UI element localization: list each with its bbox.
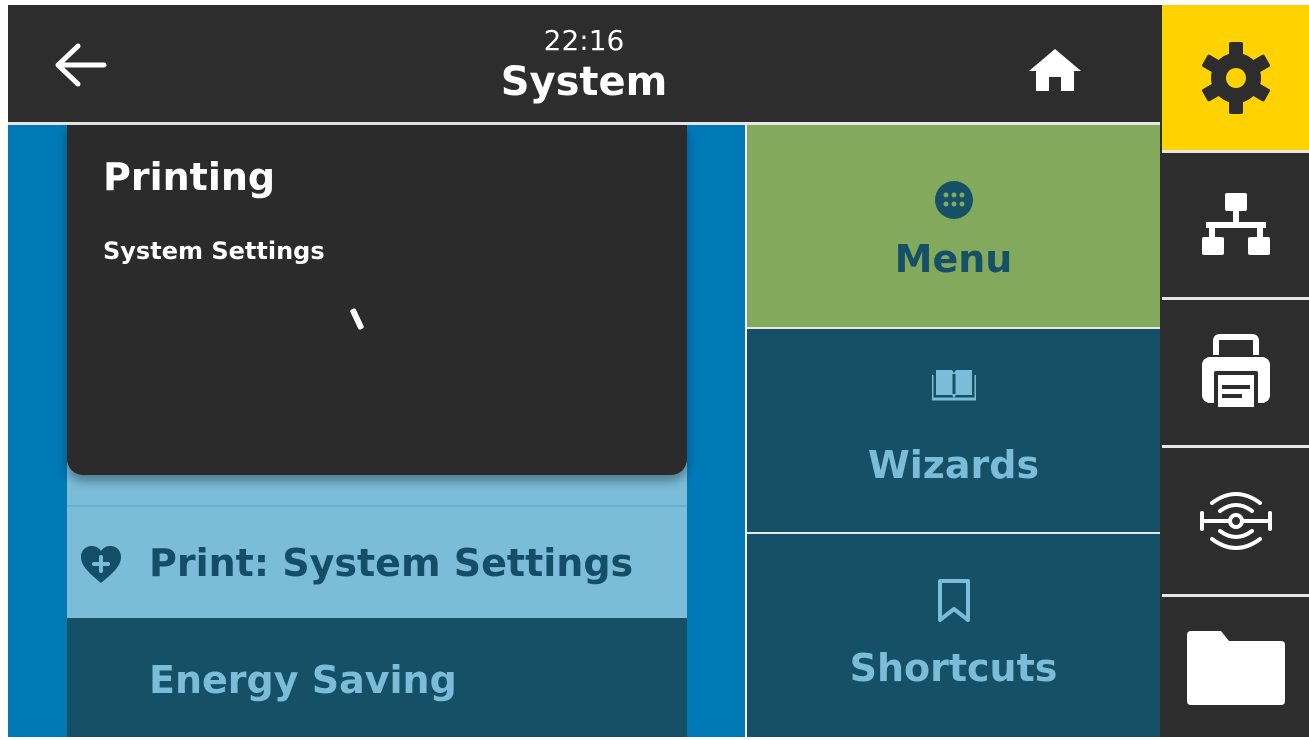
home-button[interactable]: [1015, 40, 1095, 100]
sidebar-item-settings[interactable]: [1162, 5, 1309, 150]
sidebar-item-network[interactable]: [1162, 153, 1309, 297]
bookmark-icon: [937, 579, 970, 622]
arrow-left-icon: [55, 43, 107, 87]
list-item-label: Print: System Settings: [149, 541, 634, 585]
rfid-icon: [1199, 492, 1272, 550]
wizards-tile[interactable]: Wizards: [747, 329, 1160, 532]
page-title: System: [500, 59, 668, 105]
card-subtitle: System Settings: [103, 237, 325, 265]
list-item-print-system-settings[interactable]: Print: System Settings: [67, 505, 687, 618]
sidebar-divider: [1162, 150, 1309, 153]
touch-cursor-mark: [349, 307, 365, 331]
heart-plus-icon: [81, 546, 121, 583]
menu-dots-icon: [934, 181, 973, 219]
gear-icon: [1201, 41, 1270, 114]
top-bar: [8, 5, 1160, 122]
sidebar-divider: [1162, 594, 1309, 597]
list-item-label: Energy Saving: [149, 658, 457, 702]
sidebar-item-rfid[interactable]: [1162, 448, 1309, 594]
tile-divider: [747, 532, 1160, 534]
tile-divider: [747, 327, 1160, 329]
menu-label: Menu: [894, 237, 1013, 281]
menu-icon-wrap: [747, 180, 1160, 220]
shortcuts-icon-wrap: [747, 578, 1160, 624]
card-title: Printing: [103, 155, 276, 199]
network-icon: [1201, 193, 1270, 255]
sidebar-divider: [1162, 297, 1309, 300]
shortcuts-tile[interactable]: Shortcuts: [747, 534, 1160, 737]
sidebar-item-printer[interactable]: [1162, 300, 1309, 445]
list-item-energy-saving[interactable]: Energy Saving: [67, 618, 687, 737]
printer-icon: [1201, 333, 1270, 411]
shortcuts-label: Shortcuts: [849, 646, 1058, 690]
sidebar-item-files[interactable]: [1162, 597, 1309, 737]
info-card: Printing System Settings: [67, 125, 687, 475]
back-button[interactable]: [40, 30, 120, 100]
home-icon: [1029, 49, 1081, 91]
book-icon: [931, 370, 976, 401]
wizards-label: Wizards: [867, 443, 1040, 487]
clock: 22:16: [543, 24, 625, 57]
folder-icon: [1186, 631, 1285, 705]
wizards-icon-wrap: [747, 367, 1160, 403]
top-bar-divider: [8, 122, 1160, 125]
menu-tile[interactable]: Menu: [747, 125, 1160, 327]
sidebar-divider: [1162, 445, 1309, 448]
